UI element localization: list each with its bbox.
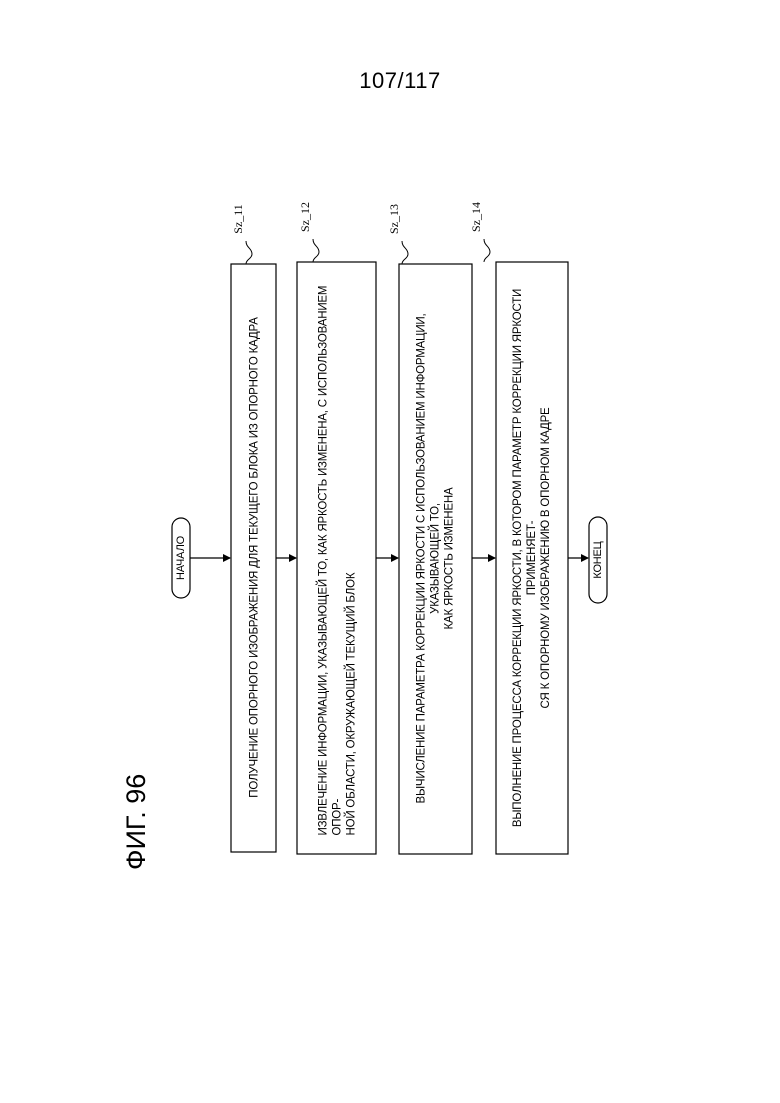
step-leader-sz11 xyxy=(246,241,252,264)
end-label: КОНЕЦ xyxy=(589,517,607,603)
step-leader-sz14 xyxy=(484,239,490,262)
step-id-sz11: Sz_11 xyxy=(230,194,246,244)
step-text-sz13: ВЫЧИСЛЕНИЕ ПАРАМЕТРА КОРРЕКЦИИ ЯРКОСТИ С… xyxy=(399,264,472,854)
step-leader-sz13 xyxy=(402,241,408,264)
step-text-sz12: ИЗВЛЕЧЕНИЕ ИНФОРМАЦИИ, УКАЗЫВАЮЩЕЙ ТО, К… xyxy=(298,262,377,854)
start-label: НАЧАЛО xyxy=(172,518,190,598)
step-text-sz14: ВЫПОЛНЕНИЕ ПРОЦЕССА КОРРЕКЦИИ ЯРКОСТИ, В… xyxy=(496,262,568,854)
step-id-sz13: Sz_13 xyxy=(386,194,402,244)
step-leader-sz12 xyxy=(313,239,319,262)
step-id-sz12: Sz_12 xyxy=(297,192,313,242)
step-id-sz14: Sz_14 xyxy=(468,192,484,242)
step-text-sz11: ПОЛУЧЕНИЕ ОПОРНОГО ИЗОБРАЖЕНИЯ ДЛЯ ТЕКУЩ… xyxy=(232,264,277,852)
